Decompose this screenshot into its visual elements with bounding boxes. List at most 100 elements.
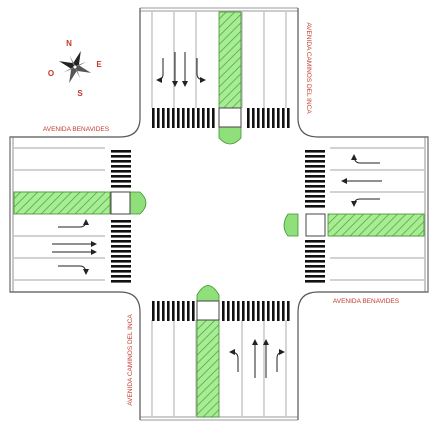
crosswalk-stripe	[252, 301, 255, 321]
crosswalk-stripe	[305, 250, 325, 253]
crosswalk-stripe	[111, 180, 131, 183]
arrow-turn-left-west	[58, 219, 89, 228]
crosswalk-stripe	[305, 275, 325, 278]
crosswalk-stripe	[162, 108, 165, 128]
crosswalk-stripe	[202, 108, 205, 128]
crosswalk-stripe	[111, 270, 131, 273]
arrow-turn-right-north	[196, 58, 206, 83]
arrow-turn-right-south	[276, 349, 285, 372]
crosswalk-stripe	[282, 108, 285, 128]
crosswalk-stripe	[277, 301, 280, 321]
crosswalk-stripe	[177, 108, 180, 128]
crosswalk-south	[152, 301, 290, 321]
crosswalk-stripe	[305, 205, 325, 208]
crosswalk-stripe	[111, 230, 131, 233]
crosswalk-stripe	[305, 195, 325, 198]
lane-lines-north	[151, 12, 287, 108]
crosswalk-stripe	[212, 108, 215, 128]
crosswalk-stripe	[305, 150, 325, 153]
crosswalk-stripe	[187, 301, 190, 321]
crosswalk-stripe	[222, 301, 225, 321]
crosswalk-stripe	[305, 240, 325, 243]
crosswalk-stripe	[162, 301, 165, 321]
crosswalk-stripe	[305, 165, 325, 168]
crosswalk-stripe	[305, 255, 325, 258]
crosswalk-east	[305, 150, 325, 283]
crosswalk-stripe	[267, 108, 270, 128]
crosswalk-stripe	[152, 108, 155, 128]
crosswalk-stripe	[111, 225, 131, 228]
lane-arrows-east	[341, 154, 382, 207]
road-end-west	[9, 137, 14, 292]
crosswalk-stripe	[305, 190, 325, 193]
crosswalk-stripe	[257, 108, 260, 128]
crosswalk-stripe	[192, 301, 195, 321]
crosswalk-stripe	[111, 265, 131, 268]
crosswalk-stripe	[157, 108, 160, 128]
crosswalk-stripe	[305, 170, 325, 173]
arrow-turn-left-north	[156, 58, 164, 83]
road-end-east	[424, 137, 429, 292]
arrow-turn-right-west	[58, 265, 89, 275]
crosswalk-stripe	[262, 301, 265, 321]
crosswalk-stripe	[247, 301, 250, 321]
crosswalk-stripe	[152, 301, 155, 321]
crosswalk-stripe	[111, 260, 131, 263]
crosswalk-stripe	[305, 155, 325, 158]
crosswalk-stripe	[305, 265, 325, 268]
lane-arrows-west	[52, 219, 97, 275]
median-west	[13, 191, 147, 215]
crosswalk-stripe	[111, 250, 131, 253]
crosswalk-stripe	[111, 175, 131, 178]
crosswalk-stripe	[242, 301, 245, 321]
crosswalk-stripe	[111, 275, 131, 278]
crosswalk-stripe	[172, 301, 175, 321]
crosswalk-stripe	[257, 301, 260, 321]
crosswalk-stripe	[111, 150, 131, 153]
crosswalk-stripe	[177, 301, 180, 321]
crosswalk-stripe	[111, 170, 131, 173]
arrow-turn-right-east	[351, 154, 380, 164]
street-label-benavides-east: AVENIDA BENAVIDES	[333, 298, 400, 305]
compass-west-label: O	[48, 69, 54, 78]
crosswalk-stripe	[182, 301, 185, 321]
road-end-south	[140, 416, 298, 421]
lane-arrows-north	[156, 52, 206, 87]
lane-arrows-south	[229, 339, 285, 378]
crosswalk-stripe	[305, 260, 325, 263]
crosswalk-stripe	[305, 180, 325, 183]
median-east	[283, 213, 425, 237]
crosswalk-stripe	[287, 108, 290, 128]
crosswalk-stripe	[305, 160, 325, 163]
road-end-north	[140, 7, 298, 12]
compass-north-label: N	[66, 39, 72, 48]
crosswalk-stripe	[305, 280, 325, 283]
compass-star-icon	[59, 51, 91, 83]
crosswalk-stripe	[187, 108, 190, 128]
crosswalk-stripe	[111, 245, 131, 248]
crosswalk-stripe	[192, 108, 195, 128]
crosswalk-stripe	[305, 175, 325, 178]
compass-east-label: E	[96, 60, 102, 69]
street-label-caminos-inca-south: AVENIDA CAMINOS DEL INCA	[127, 314, 134, 406]
refuge-islands	[110, 107, 326, 321]
crosswalk-stripe	[111, 220, 131, 223]
crosswalk-stripe	[197, 108, 200, 128]
crosswalk-stripe	[262, 108, 265, 128]
crosswalk-stripe	[111, 240, 131, 243]
crosswalk-stripe	[267, 301, 270, 321]
crosswalk-stripe	[305, 185, 325, 188]
compass-rose: N E S O	[48, 39, 102, 98]
crosswalk-stripe	[111, 185, 131, 188]
street-label-benavides-west: AVENIDA BENAVIDES	[43, 126, 110, 133]
crosswalk-stripe	[227, 301, 230, 321]
crosswalk-stripe	[182, 108, 185, 128]
crosswalk-stripe	[282, 301, 285, 321]
crosswalk-stripe	[305, 270, 325, 273]
crosswalk-stripe	[232, 301, 235, 321]
arrow-turn-left-south	[229, 349, 239, 372]
lane-lines-east	[330, 147, 424, 281]
compass-south-label: S	[77, 89, 83, 98]
